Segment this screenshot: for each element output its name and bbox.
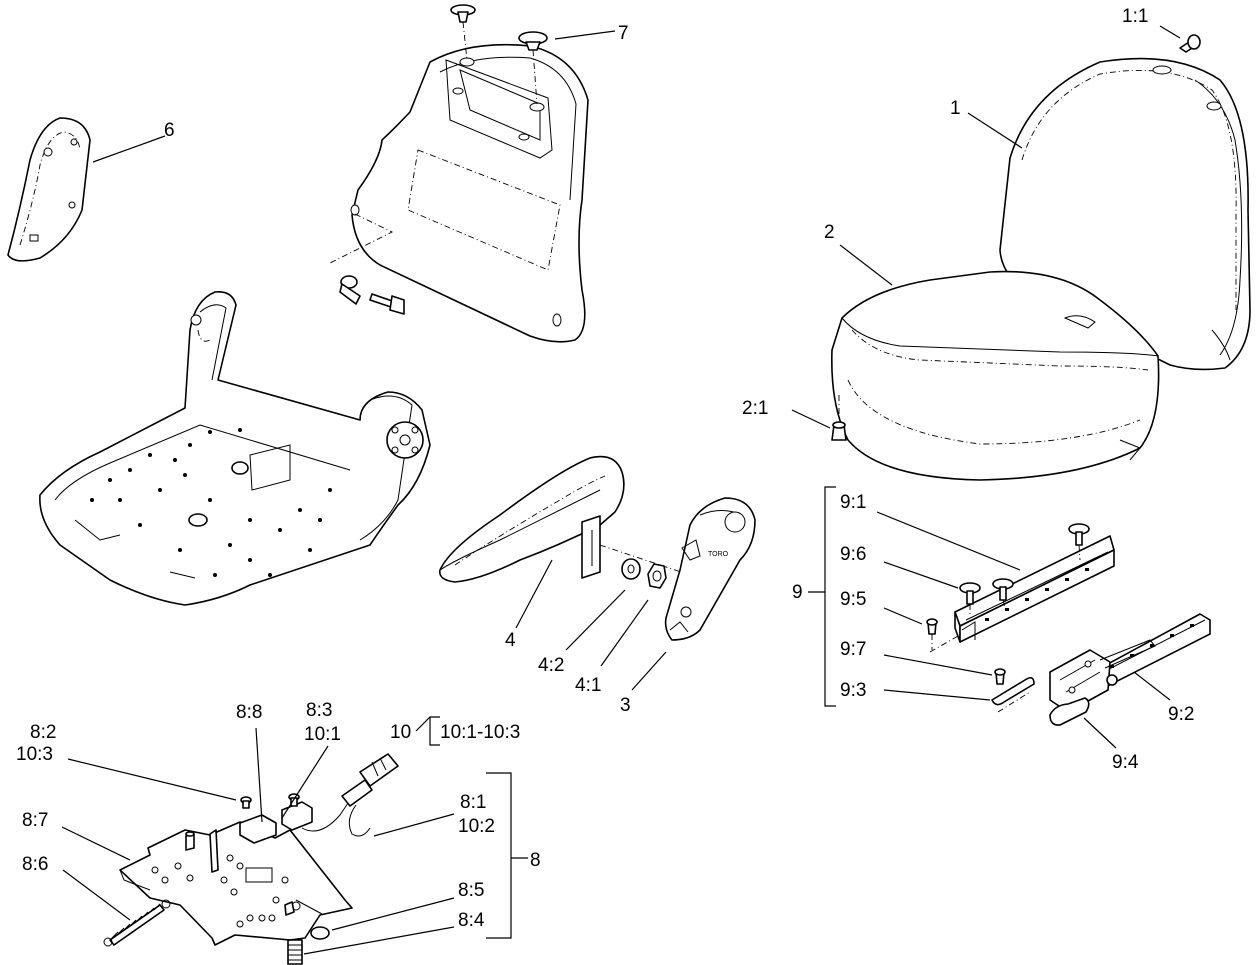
callout-9-6: 9:6 [840,544,866,565]
callout-2: 2 [824,222,835,243]
callout-10-3: 10:3 [16,744,53,765]
seat-bottom-cushion [831,270,1160,481]
callout-4: 4 [505,630,516,651]
washers-9-6 [959,523,1090,615]
armrest-bracket-3: TORO [664,497,756,641]
slide-rail-9-1 [954,535,1115,643]
side-cover-6 [7,117,91,262]
callout-10-range: 10:1-10:3 [440,722,520,743]
spring-8-4 [287,939,303,965]
spacer-and-bolt [327,213,405,315]
callout-4-2: 4:2 [538,655,564,676]
switch-and-harness-8-3 [239,753,399,844]
callout-8-1: 8:1 [460,792,486,813]
callout-9-7: 9:7 [840,639,866,660]
callout-7: 7 [618,23,629,44]
switch-plate-8 [119,821,353,946]
callout-8-3: 8:3 [306,700,332,721]
callout-8-5: 8:5 [458,880,484,901]
spring-8-6 [103,899,171,947]
callout-1: 1 [950,98,961,119]
callout-9-1: 9:1 [840,492,866,513]
callout-10-2: 10:2 [458,816,495,837]
slide-rail-9-2 [1049,613,1211,713]
callout-9-5: 9:5 [840,589,866,610]
release-handle-9-4 [1049,697,1090,726]
callout-4-1: 4:1 [575,675,601,696]
pin-2-1 [831,395,847,441]
bracket-9 [824,486,836,707]
callout-6: 6 [164,120,175,141]
callout-8-2: 8:2 [30,722,56,743]
callout-9-3: 9:3 [840,680,866,701]
grommet-7 [450,4,548,105]
bar-9-3 [991,676,1035,713]
leader-lines [61,25,1181,955]
svg-text:TORO: TORO [708,551,729,558]
screw-9-7 [994,668,1006,685]
callout-8-6: 8:6 [22,854,48,875]
bracket-10 [415,716,440,746]
seat-pan-holes [90,428,332,577]
callout-3: 3 [620,695,631,716]
callout-9-4: 9:4 [1112,752,1139,773]
nut-8-5 [310,926,330,940]
nut-4-1 [647,563,667,589]
screw-1-1 [1179,34,1201,53]
armrest-4 [438,455,691,583]
callout-8: 8 [530,850,541,871]
callout-8-7: 8:7 [22,810,48,831]
callout-9-2: 9:2 [1168,704,1194,725]
callout-2-1: 2:1 [742,398,768,419]
callout-1-1: 1:1 [1122,6,1148,27]
seat-pan [39,290,431,606]
bracket-8 [486,772,512,939]
callout-9: 9 [792,582,803,603]
screw-9-5 [926,618,938,650]
seat-back-frame [350,43,589,343]
callout-10: 10 [390,722,411,743]
callout-8-4: 8:4 [458,910,485,931]
callout-10-1: 10:1 [304,724,341,745]
callout-8-8: 8:8 [236,702,262,723]
washer-4-2 [621,558,641,580]
